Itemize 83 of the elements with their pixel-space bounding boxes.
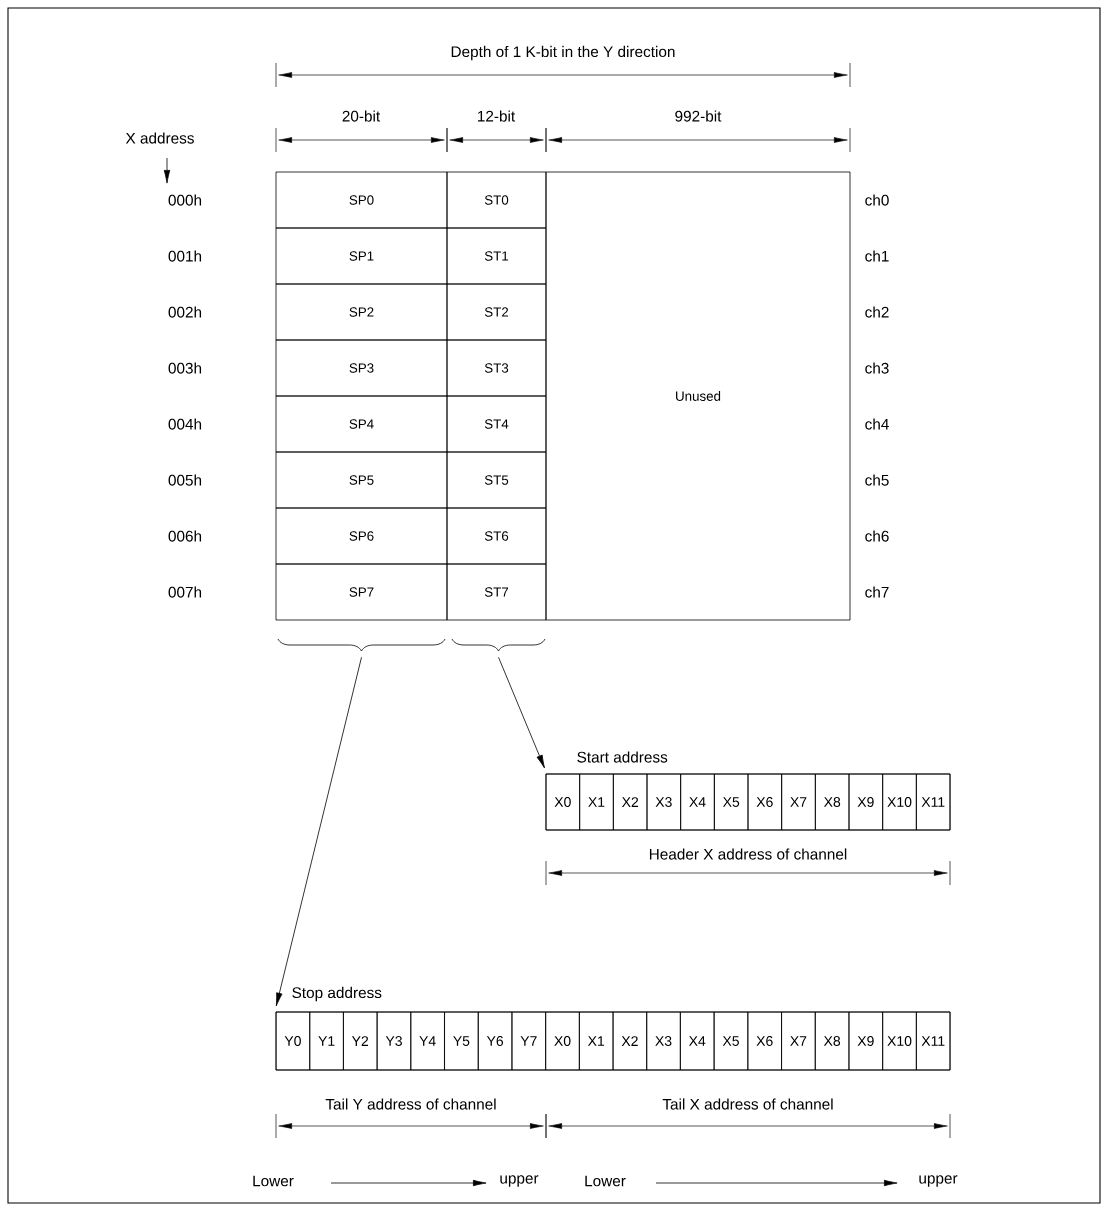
bit-cell: X6 <box>747 1011 782 1071</box>
address-label: 007h <box>168 586 202 598</box>
bit-cell: X11 <box>915 773 951 831</box>
bit-cell: Y6 <box>477 1011 513 1071</box>
bit-cell: X9 <box>848 1011 884 1071</box>
channel-label: ch1 <box>865 250 889 262</box>
channel-label: ch5 <box>865 474 889 486</box>
bit-cell: Y3 <box>376 1011 412 1071</box>
address-label: 004h <box>168 418 202 430</box>
address-label: 005h <box>168 474 202 486</box>
direction-label: Lower <box>585 1175 626 1187</box>
bit-cell: X0 <box>545 773 581 831</box>
bit-cell: X0 <box>545 1011 580 1071</box>
channel-label: ch4 <box>865 418 889 430</box>
node-label: Stop address <box>292 986 382 1002</box>
node-label: Start address <box>577 751 668 763</box>
bit-cell: X6 <box>747 773 783 831</box>
bit-cell: X10 <box>882 1011 917 1071</box>
bit-cell: X1 <box>579 773 614 831</box>
bit-cell: X4 <box>680 773 715 831</box>
memory-cell: SP5 <box>275 451 448 509</box>
brace <box>277 638 446 652</box>
memory-cell: SP0 <box>275 171 448 229</box>
memory-cell: ST3 <box>446 339 547 397</box>
brace <box>451 638 546 652</box>
bit-cell: X4 <box>679 1011 715 1071</box>
bit-cell: X7 <box>781 773 816 831</box>
dimension-label: 992-bit <box>675 110 722 122</box>
bit-cell: X1 <box>578 1011 614 1071</box>
memory-cell: ST1 <box>446 227 547 285</box>
memory-cell: ST5 <box>446 451 547 509</box>
bit-cell: Y4 <box>410 1011 445 1071</box>
bit-cell: X8 <box>814 1011 850 1071</box>
bit-cell: X3 <box>646 773 682 831</box>
memory-cell: Unused <box>545 171 851 621</box>
bit-cell: Y0 <box>275 1011 311 1071</box>
direction-label: Lower <box>253 1175 294 1187</box>
direction-label: upper <box>919 1175 958 1187</box>
bit-cell: Y2 <box>342 1011 378 1071</box>
bit-cell: X7 <box>781 1011 816 1071</box>
bit-cell: Y7 <box>511 1011 547 1071</box>
memory-cell: ST6 <box>446 507 547 565</box>
memory-cell: ST2 <box>446 283 547 341</box>
channel-label: ch7 <box>865 586 889 598</box>
memory-cell: SP6 <box>275 507 448 565</box>
address-label: 006h <box>168 530 202 542</box>
memory-cell: SP4 <box>275 395 448 453</box>
dimension-label: Tail X address of channel <box>662 1098 833 1110</box>
arrow <box>498 656 545 769</box>
bit-cell: X3 <box>646 1011 681 1071</box>
bit-cell: X8 <box>815 773 850 831</box>
memory-cell: ST4 <box>446 395 547 453</box>
bit-cell: X2 <box>612 773 648 831</box>
axis-label: X address <box>125 132 194 144</box>
bit-cell: X9 <box>848 773 884 831</box>
bit-cell: X5 <box>713 1011 749 1071</box>
address-label: 003h <box>168 362 202 374</box>
channel-label: ch3 <box>865 362 889 374</box>
memory-cell: SP2 <box>275 283 448 341</box>
dimension-label: Header X address of channel <box>649 848 847 860</box>
channel-label: ch6 <box>865 530 889 542</box>
memory-cell: ST0 <box>446 171 547 229</box>
bit-cell: Y5 <box>444 1011 479 1071</box>
channel-label: ch2 <box>865 306 889 318</box>
memory-cell: ST7 <box>446 563 547 621</box>
dimension-label: Tail Y address of channel <box>325 1098 496 1110</box>
bit-cell: Y1 <box>309 1011 344 1071</box>
memory-cell: SP3 <box>275 339 448 397</box>
bit-cell: X10 <box>882 773 917 831</box>
arrow <box>275 656 362 1007</box>
dimension-label: 12-bit <box>478 110 516 122</box>
address-label: 000h <box>168 194 202 206</box>
channel-label: ch0 <box>865 194 889 206</box>
bit-cell: X5 <box>713 773 749 831</box>
dimension-label: 20-bit <box>342 110 381 122</box>
address-label: 002h <box>168 306 202 318</box>
memory-cell: SP1 <box>275 227 448 285</box>
dimension-label: Depth of 1 K-bit in the Y direction <box>451 45 675 61</box>
bit-cell: X2 <box>612 1011 648 1071</box>
bit-cell: X11 <box>915 1011 951 1071</box>
memory-cell: SP7 <box>275 563 448 621</box>
direction-label: upper <box>500 1175 539 1187</box>
address-label: 001h <box>168 250 202 262</box>
